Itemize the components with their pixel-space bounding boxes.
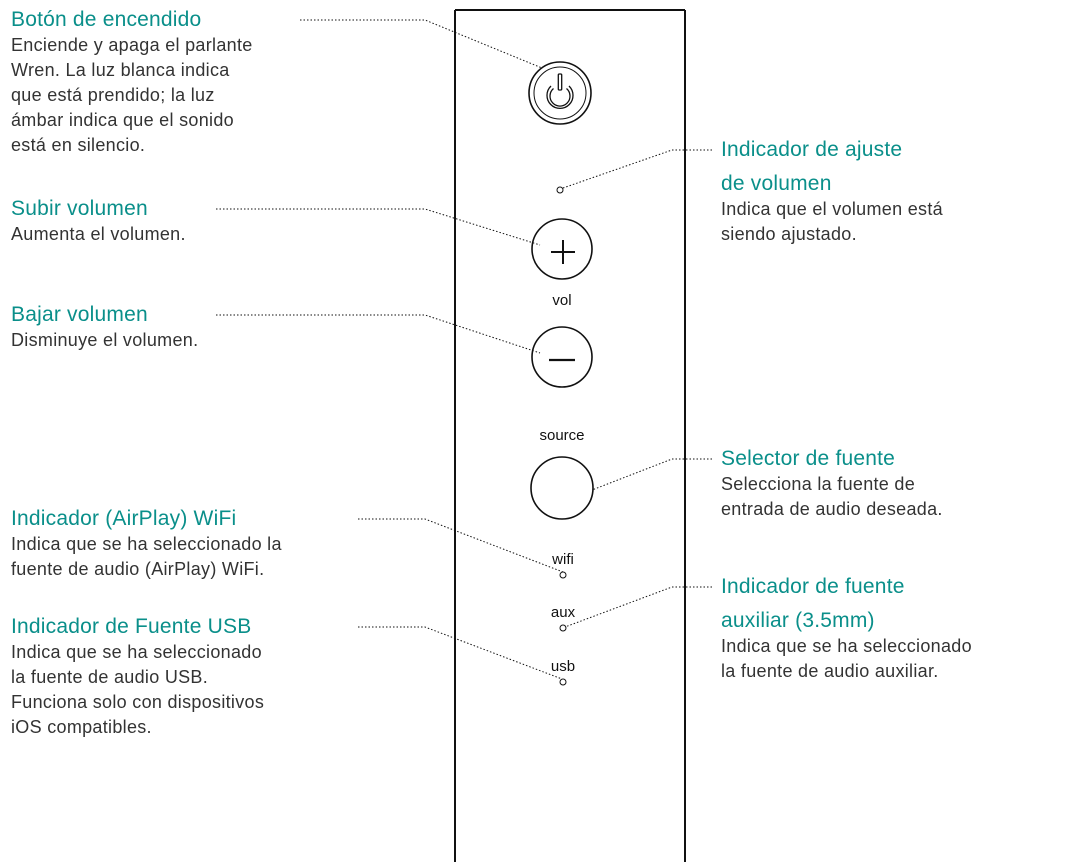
callout-line: Indica que se ha seleccionado la (11, 534, 282, 554)
callout-line: entrada de audio deseada. (721, 499, 943, 519)
callout-line: que está prendido; la luz (11, 85, 215, 105)
leader-wifi (358, 518, 564, 573)
leader-vol-ind (562, 149, 712, 189)
callout-line: iOS compatibles. (11, 717, 152, 737)
callout-title: Indicador de fuente (721, 575, 905, 598)
callout-line: siendo ajustado. (721, 224, 857, 244)
callout-line: ámbar indica que el sonido (11, 110, 234, 130)
usb-indicator-led (559, 678, 567, 686)
callout-line: Wren. La luz blanca indica (11, 60, 230, 80)
callout-title: de volumen (721, 172, 832, 195)
leader-usb (358, 626, 563, 680)
callout-line: Indica que el volumen está (721, 199, 943, 219)
callout-line: Disminuye el volumen. (11, 330, 199, 350)
callout-title: Indicador (AirPlay) WiFi (11, 507, 237, 530)
wifi-indicator-led (559, 571, 567, 579)
callout-volume-indicator: Indicador de ajuste de volumen Indica qu… (721, 136, 1051, 247)
callout-title: Botón de encendido (11, 8, 202, 31)
power-icon (546, 73, 574, 109)
callout-line: la fuente de audio USB. (11, 667, 209, 687)
callout-title: Bajar volumen (11, 303, 148, 326)
callout-title: Indicador de ajuste (721, 138, 903, 161)
callout-volume-down: Bajar volumen Disminuye el volumen. (11, 301, 271, 353)
callout-power-button: Botón de encendido Enciende y apaga el p… (11, 6, 311, 158)
wifi-label: wifi (552, 551, 574, 568)
callout-usb-indicator: Indicador de Fuente USB Indica que se ha… (11, 613, 391, 740)
aux-label: aux (550, 604, 576, 621)
callout-line: la fuente de audio auxiliar. (721, 661, 939, 681)
power-button (528, 61, 592, 125)
leader-lines (216, 19, 712, 680)
callout-line: Enciende y apaga el parlante (11, 35, 253, 55)
plus-icon (551, 240, 575, 264)
callout-aux-indicator: Indicador de fuente auxiliar (3.5mm) Ind… (721, 573, 1061, 684)
leader-source (591, 458, 712, 491)
source-selector-button (530, 456, 594, 520)
callout-line: está en silencio. (11, 135, 146, 155)
callout-wifi-indicator: Indicador (AirPlay) WiFi Indica que se h… (11, 505, 391, 582)
callout-line: Indica que se ha seleccionado (721, 636, 972, 656)
leader-power (300, 19, 543, 69)
callout-line: Aumenta el volumen. (11, 224, 186, 244)
callout-title: Subir volumen (11, 197, 148, 220)
aux-indicator-led (559, 624, 567, 632)
usb-label: usb (550, 658, 576, 675)
callout-line: Funciona solo con dispositivos (11, 692, 265, 712)
vol-label: vol (552, 292, 572, 309)
volume-up-button (531, 218, 593, 280)
source-label: source (539, 427, 585, 444)
volume-down-button (531, 326, 593, 388)
speaker-panel (454, 9, 686, 862)
callout-line: fuente de audio (AirPlay) WiFi. (11, 559, 265, 579)
leader-aux (564, 586, 712, 628)
callout-line: Selecciona la fuente de (721, 474, 916, 494)
callout-title: Indicador de Fuente USB (11, 615, 252, 638)
callout-title: auxiliar (3.5mm) (721, 609, 875, 632)
callout-source-selector: Selector de fuente Selecciona la fuente … (721, 445, 1051, 522)
callout-line: Indica que se ha seleccionado (11, 642, 262, 662)
callout-title: Selector de fuente (721, 447, 896, 470)
volume-indicator-led (556, 186, 564, 194)
callout-volume-up: Subir volumen Aumenta el volumen. (11, 195, 271, 247)
